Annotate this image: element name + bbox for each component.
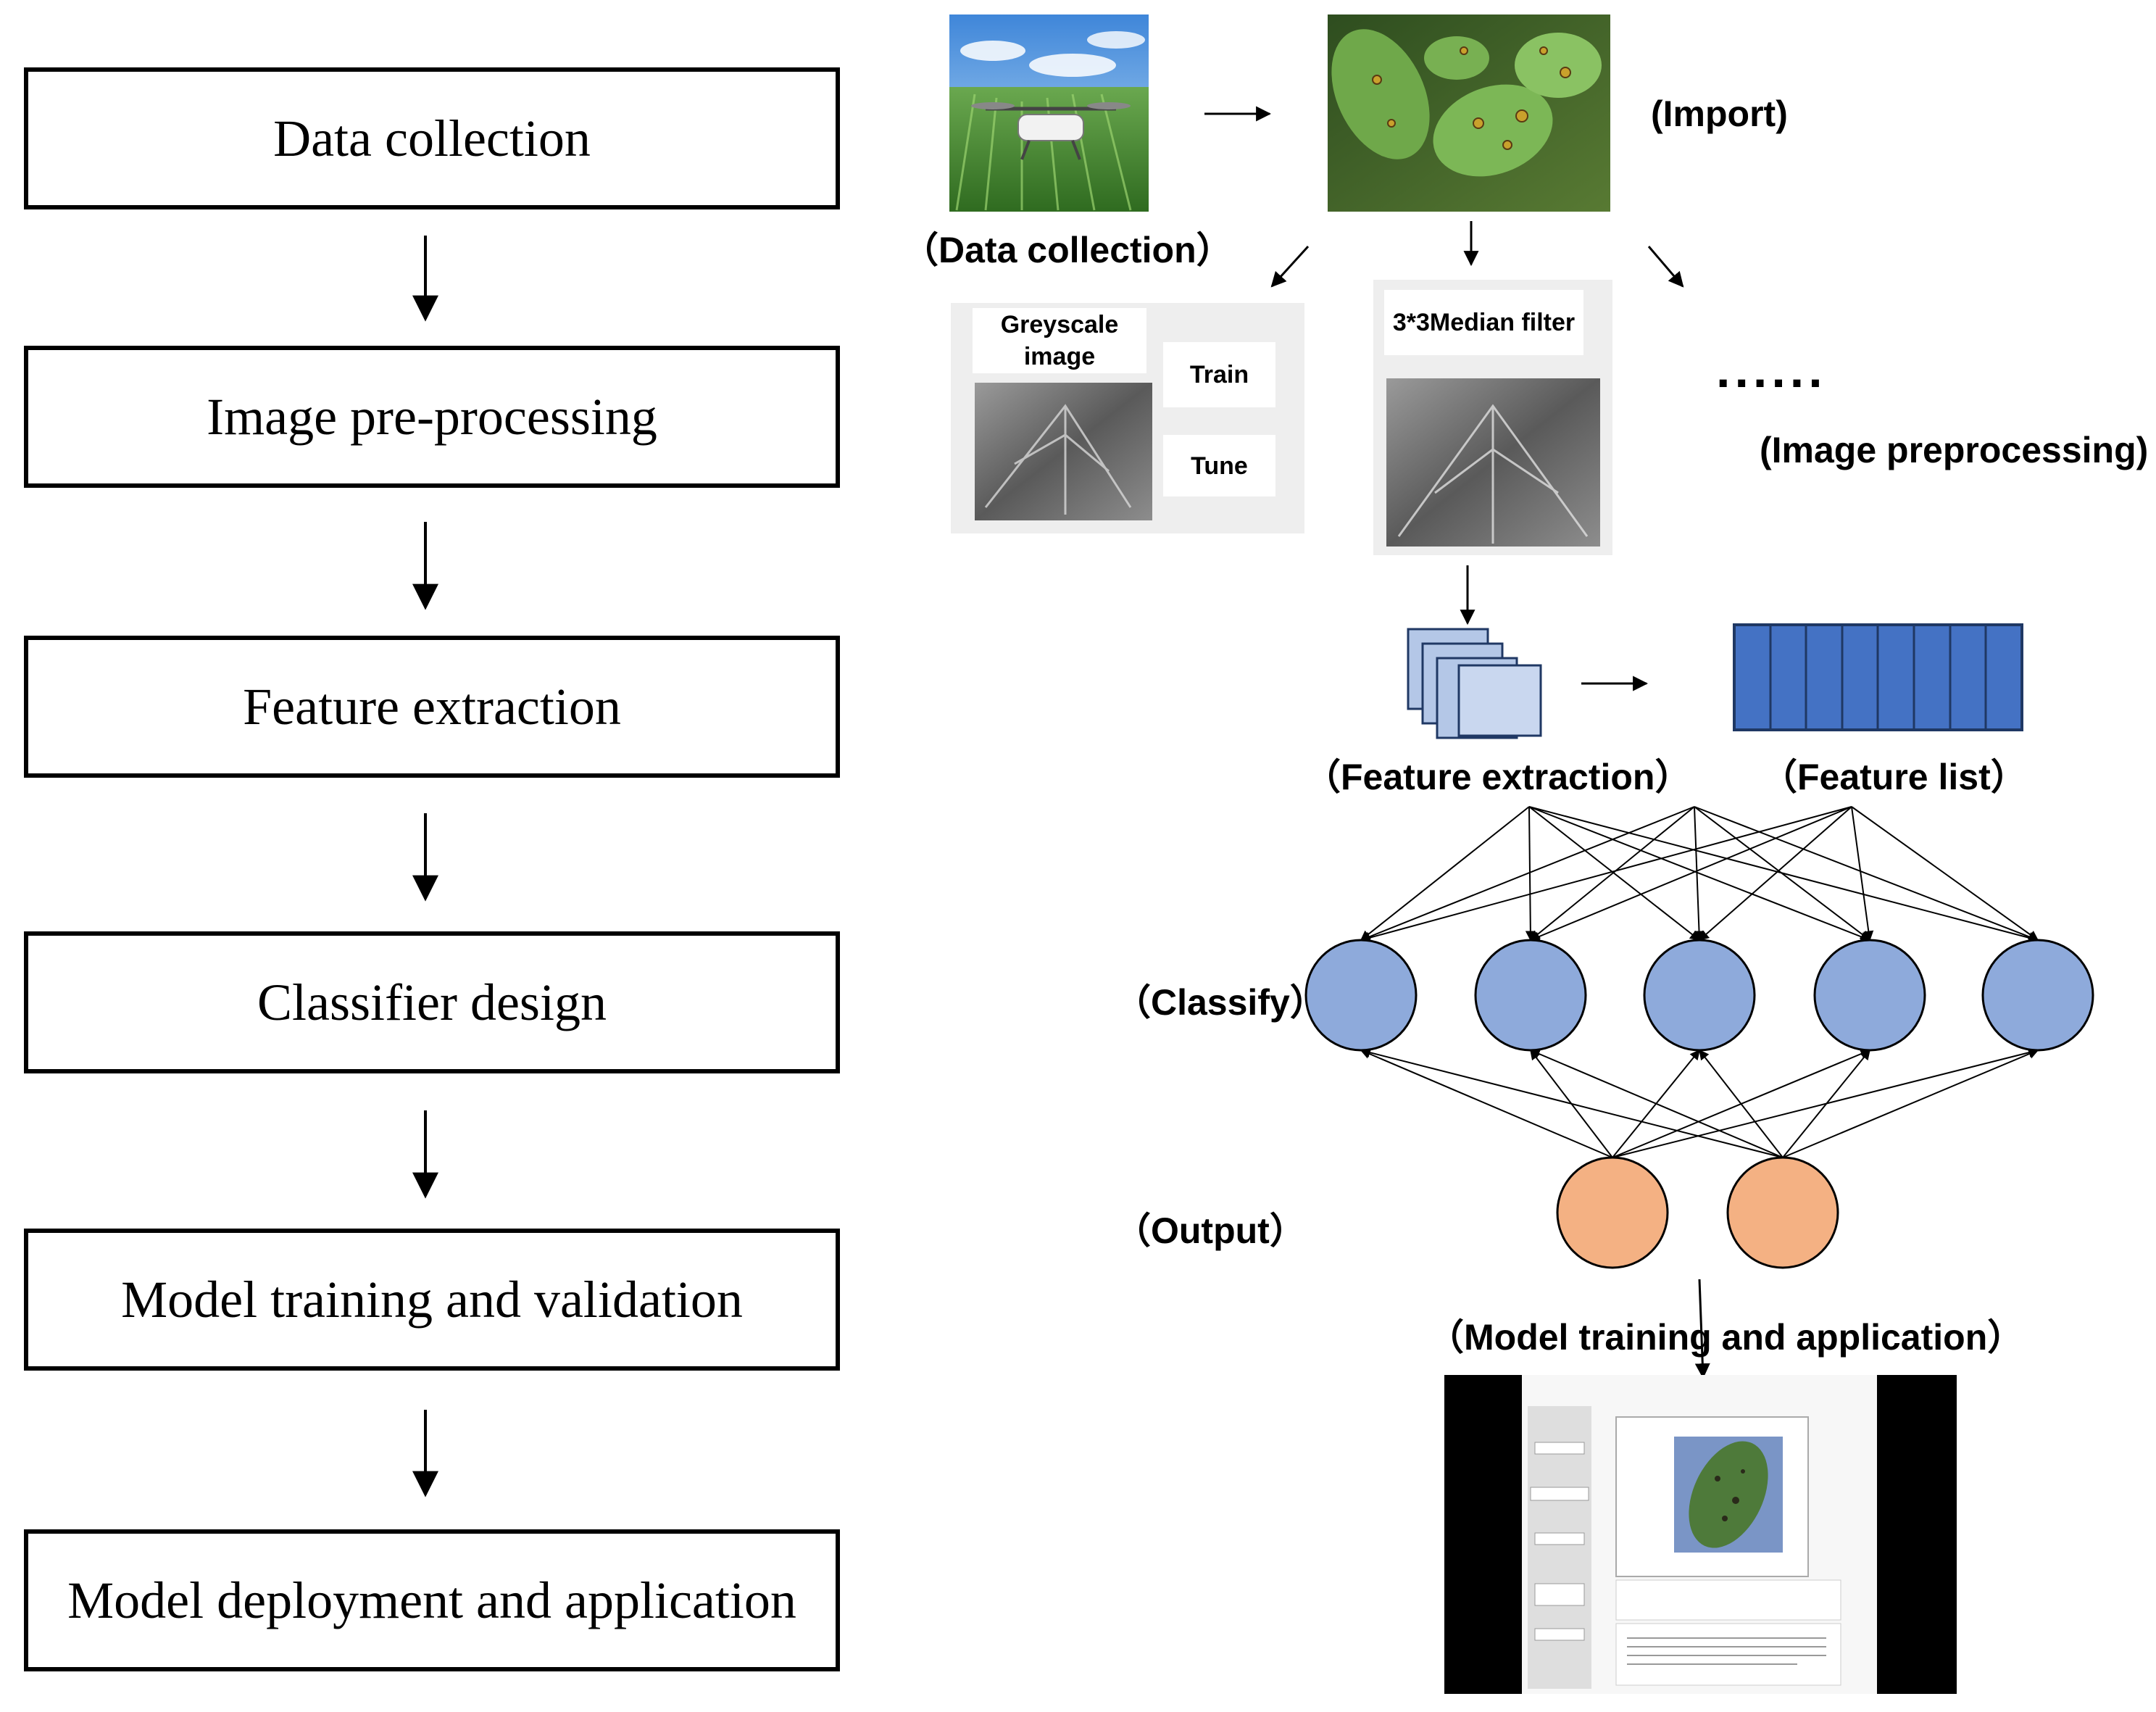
classifier-node: [1474, 939, 1587, 1052]
output-node: [1556, 1156, 1669, 1269]
feature-to-hidden-edge: [1360, 806, 1530, 941]
flow-step-model-training: Model training and validation: [24, 1229, 840, 1371]
feature-to-hidden-edge: [1525, 806, 1536, 942]
network-nodes: [1304, 939, 2094, 1269]
output-to-hidden-edge: [1360, 1047, 1784, 1158]
label-image-preprocessing: (Image preprocessing): [1760, 430, 2149, 470]
feature-to-hidden-edge: [1698, 806, 1852, 941]
classifier-node: [1981, 939, 2094, 1052]
output-to-hidden-edge: [1699, 1049, 1784, 1158]
flow-step-feature-extraction: Feature extraction: [24, 636, 840, 778]
greyscale-title: Greyscale image: [973, 308, 1146, 373]
output-to-hidden-edge: [1782, 1049, 1870, 1158]
flow-step-data-collection: Data collection: [24, 67, 840, 209]
output-to-hidden-edge: [1612, 1047, 2039, 1158]
feature-maps-icon: [1407, 628, 1542, 739]
flow-step-model-deployment: Model deployment and application: [24, 1529, 840, 1671]
label-import: (Import): [1651, 94, 1788, 134]
median-title: 3*3Median filter: [1384, 290, 1583, 355]
output-node: [1726, 1156, 1839, 1269]
classifier-node: [1304, 939, 1418, 1052]
train-tag: Train: [1163, 342, 1275, 407]
label-data-collection: （Data collection）: [902, 230, 1233, 270]
feature-to-hidden-edge: [1694, 806, 1871, 941]
tune-tag: Tune: [1163, 435, 1275, 496]
label-classify: （Classify）: [1115, 982, 1326, 1023]
preprocess-arrows: [1270, 221, 1684, 288]
flow-step-image-preprocessing: Image pre-processing: [24, 346, 840, 488]
flow-step-classifier-design: Classifier design: [24, 931, 840, 1073]
classifier-node: [1813, 939, 1926, 1052]
feature-to-hidden-edge: [1694, 806, 1705, 942]
label-model-training: （Model training and application）: [1428, 1317, 2024, 1358]
label-feature-extraction: （Feature extraction）: [1304, 757, 1691, 797]
ellipsis-text: ......: [1716, 341, 1827, 398]
feature-to-hidden-edge: [1529, 806, 1852, 942]
feature-to-hidden-edge: [1528, 806, 1871, 942]
application-screenshot: [1444, 1375, 1957, 1694]
output-to-hidden-edge: [1360, 1049, 1613, 1158]
feature-list-bar: [1733, 623, 2023, 731]
drone-field-picture: [949, 14, 1149, 212]
feature-to-hidden-edge: [1360, 806, 1695, 942]
feature-to-hidden-edge: [1528, 806, 1701, 941]
leaf-disease-picture: [1328, 14, 1610, 212]
output-to-hidden-edge: [1529, 1049, 1784, 1158]
output-to-app-arrow: [1694, 1279, 1710, 1379]
feature-to-hidden-edge: [1528, 806, 2039, 943]
feature-to-hidden-edge: [1851, 806, 2039, 941]
label-output: （Output）: [1115, 1210, 1306, 1251]
feature-to-hidden-edge: [1851, 806, 1874, 942]
feature-to-hidden-edge: [1694, 806, 2039, 942]
label-feature-list: （Feature list）: [1761, 757, 2027, 797]
feature-to-hidden-edge: [1360, 806, 1852, 943]
network-edges: [1360, 806, 2039, 1158]
classifier-node: [1643, 939, 1756, 1052]
output-to-hidden-edge: [1782, 1049, 2039, 1158]
feature-to-hidden-edge: [1529, 806, 1695, 941]
